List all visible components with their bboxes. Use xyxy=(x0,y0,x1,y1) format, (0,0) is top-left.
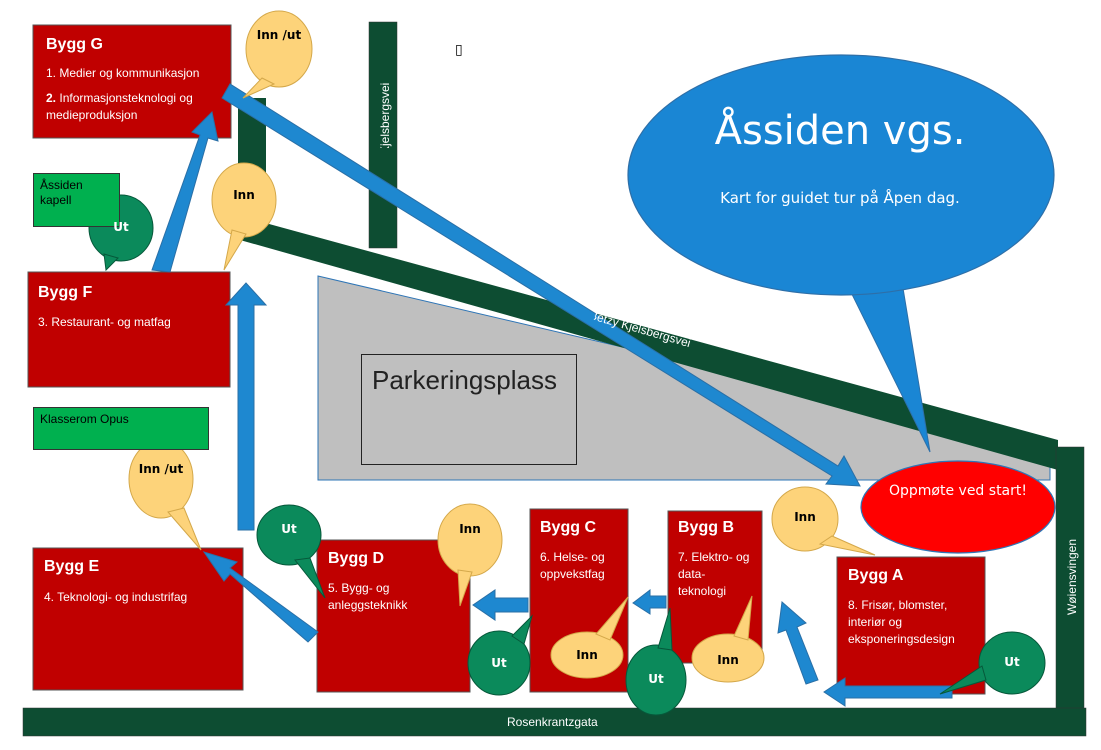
bubble-g-tail xyxy=(242,77,276,99)
arrow-f-g xyxy=(151,110,219,273)
bubble-d-inn xyxy=(437,503,503,577)
bubble-c-tail xyxy=(595,596,629,641)
map-subtitle: Kart for guidet tur på Åpen dag. xyxy=(720,189,960,207)
bubble-g-innut xyxy=(245,10,313,88)
building-g-text: Bygg G 1. Medier og kommunikasjon 2. Inf… xyxy=(46,36,226,124)
building-a-text: Bygg A 8. Frisør, blomster, interiør og … xyxy=(848,567,980,648)
arrow-c-d xyxy=(472,589,529,621)
building-a-line1: 8. Frisør, blomster, interiør og ekspone… xyxy=(848,598,955,646)
building-a[interactable] xyxy=(836,556,986,695)
building-d-text: Bygg D 5. Bygg- og anleggsteknikk xyxy=(328,550,428,614)
bubble-d-tail xyxy=(457,569,473,607)
bubble-b-inn xyxy=(691,633,765,683)
bubble-a-label: Inn xyxy=(794,510,816,524)
bubble-c-inn xyxy=(550,631,624,679)
building-c-title: Bygg C xyxy=(540,519,596,536)
bubble-b-ut-tail xyxy=(657,607,673,651)
building-b-title: Bygg B xyxy=(678,519,734,536)
road-woiensvingen xyxy=(1055,446,1085,711)
route-arrows xyxy=(151,83,953,707)
building-e-text: Bygg E 4. Teknologi- og industrifag xyxy=(44,558,234,606)
road-rosenkrantzgata xyxy=(22,707,1087,737)
opus-label: Klasserom Opus xyxy=(40,412,129,426)
bubble-c-label: Inn xyxy=(576,648,598,662)
building-f-title: Bygg F xyxy=(38,284,93,301)
bubble-c-ut-label: Ut xyxy=(491,656,507,670)
start-marker[interactable] xyxy=(860,460,1056,554)
bubble-b-tail xyxy=(733,595,753,641)
bubble-d-ut xyxy=(256,504,322,566)
road-woiensvingen-label: Wøiensvingen xyxy=(1065,538,1079,616)
bubble-c-ut xyxy=(467,630,531,696)
building-c-text: Bygg C 6. Helse- og oppvekstfag xyxy=(540,519,622,583)
building-b-text: Bygg B 7. Elektro- og data-teknologi xyxy=(678,519,750,600)
bubble-e-innut xyxy=(128,439,194,519)
bubble-b-ut-label: Ut xyxy=(648,672,664,686)
building-d-title: Bygg D xyxy=(328,550,384,567)
building-g-line2-text: Informasjonsteknologi og medieproduksjon xyxy=(46,91,193,122)
map-title: Åssiden vgs. xyxy=(714,108,966,154)
bubble-a-inn xyxy=(771,486,839,552)
bubble-kapell-tail xyxy=(103,253,119,272)
bubble-b-label: Inn xyxy=(717,653,739,667)
bubble-f-label: Inn xyxy=(233,188,255,202)
bubbles-green xyxy=(88,194,1046,716)
building-a-title: Bygg A xyxy=(848,567,904,584)
bubble-d-ut-tail xyxy=(294,557,326,599)
parking-label: Parkeringsplass xyxy=(372,365,557,395)
arrow-b-c xyxy=(632,588,667,615)
bubble-b-ut xyxy=(625,644,687,716)
building-g-line2-num: 2. xyxy=(46,91,57,105)
bubble-e-tail xyxy=(167,507,202,551)
bubble-e-label: Inn /ut xyxy=(138,462,184,476)
building-e-line1: 4. Teknologi- og industrifag xyxy=(44,590,188,604)
building-f[interactable] xyxy=(27,271,231,388)
title-bubble xyxy=(627,54,1055,296)
bubble-f-tail xyxy=(223,229,247,271)
bubble-kapell-ut-label: Ut xyxy=(113,220,129,234)
arrow-a-left xyxy=(823,677,953,707)
road-betzy-diagonal xyxy=(240,216,1058,470)
building-d-line1: 5. Bygg- og anleggsteknikk xyxy=(328,581,408,612)
building-b-line1: 7. Elektro- og data-teknologi xyxy=(678,550,750,598)
kapell-label: Åssiden kapell xyxy=(40,178,83,207)
stray-marker: ▯ xyxy=(455,42,463,58)
parking-label-box: Parkeringsplass xyxy=(361,354,577,465)
building-g[interactable] xyxy=(32,24,232,139)
road-betzy-vertical xyxy=(368,21,398,249)
kapell-box: Åssiden kapell xyxy=(33,173,120,227)
arrow-d-e xyxy=(202,551,319,643)
road-rosenkrantzgata-label: Rosenkrantzgata xyxy=(507,715,598,729)
bubble-g-label: Inn /ut xyxy=(256,28,302,42)
building-f-text: Bygg F 3. Restaurant- og matfag xyxy=(38,284,218,331)
building-g-line1: 1. Medier og kommunikasjon xyxy=(46,66,200,80)
bubble-a-ut xyxy=(978,631,1046,695)
bubble-c-ut-tail xyxy=(511,614,534,645)
building-e-title: Bygg E xyxy=(44,558,100,575)
building-g-title: Bygg G xyxy=(46,36,103,53)
building-c-line1: 6. Helse- og oppvekstfag xyxy=(540,550,605,581)
arrow-up-f xyxy=(224,282,268,531)
start-label: Oppmøte ved start! xyxy=(888,483,1027,499)
bubble-a-tail xyxy=(818,535,876,556)
bubble-d-ut-label: Ut xyxy=(281,522,297,536)
building-f-line1: 3. Restaurant- og matfag xyxy=(38,315,171,329)
arrow-g-start xyxy=(221,83,861,487)
bubble-a-ut-label: Ut xyxy=(1004,655,1020,669)
building-d[interactable] xyxy=(316,539,471,693)
bubble-d-label: Inn xyxy=(459,522,481,536)
opus-box: Klasserom Opus xyxy=(33,407,209,450)
building-g-line2: 2. Informasjonsteknologi og medieproduks… xyxy=(46,90,224,124)
bubbles-yellow xyxy=(128,10,876,683)
bubble-a-ut-tail xyxy=(939,665,987,695)
arrow-a-up xyxy=(777,601,819,685)
building-e[interactable] xyxy=(32,547,244,691)
